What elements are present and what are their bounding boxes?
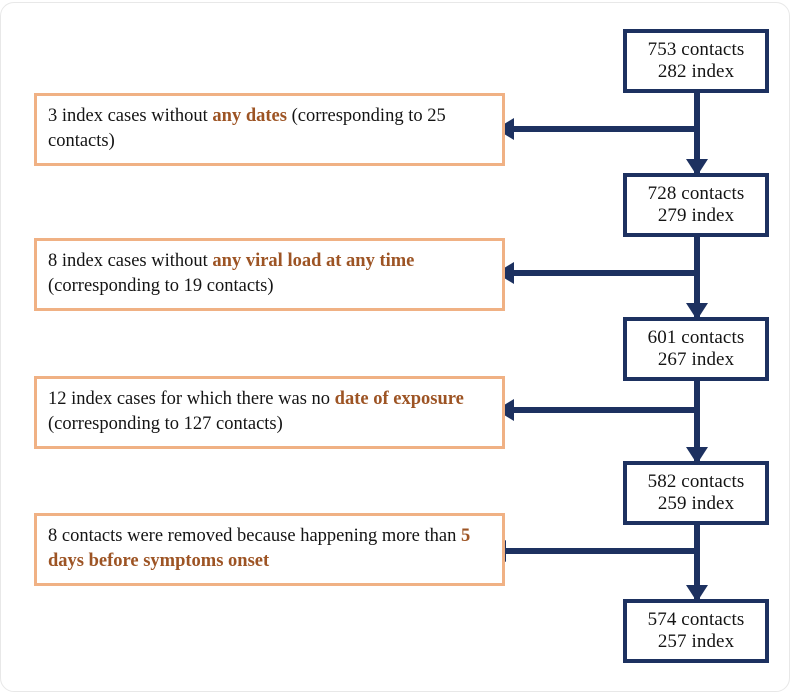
connector-vertical-4 bbox=[694, 525, 700, 599]
flow-box-index-label: 279 index bbox=[657, 205, 735, 226]
flow-box-contacts-label: 728 contacts bbox=[647, 182, 745, 204]
exclusion-box-5-days-before-onset: 8 contacts were removed because happenin… bbox=[34, 513, 505, 586]
exclusion-text: 12 index cases for which there was no da… bbox=[48, 389, 464, 434]
arrow-head-down-1 bbox=[686, 159, 708, 176]
flow-box-index-label: 257 index bbox=[657, 631, 735, 652]
connector-vertical-1 bbox=[694, 93, 700, 173]
flow-box-contacts-label: 753 contacts bbox=[647, 38, 745, 60]
flow-box-contacts-label: 582 contacts bbox=[647, 470, 745, 492]
exclusion-box-no-viral-load: 8 index cases without any viral load at … bbox=[34, 238, 505, 311]
arrow-head-down-2 bbox=[686, 303, 708, 320]
flow-box-contacts-label: 601 contacts bbox=[647, 326, 745, 348]
exclusion-box-no-date-of-exposure: 12 index cases for which there was no da… bbox=[34, 376, 505, 449]
connector-vertical-2 bbox=[694, 237, 700, 317]
exclusion-box-no-dates: 3 index cases without any dates (corresp… bbox=[34, 93, 505, 166]
exclusion-text: 8 index cases without any viral load at … bbox=[48, 251, 415, 296]
connector-horizontal-2 bbox=[512, 270, 698, 276]
arrow-head-down-4 bbox=[686, 585, 708, 602]
flow-box-contacts-label: 574 contacts bbox=[647, 608, 745, 630]
flow-box-index-label: 267 index bbox=[657, 349, 735, 370]
arrow-head-down-3 bbox=[686, 447, 708, 464]
connector-horizontal-3 bbox=[512, 407, 698, 413]
flow-box-index-label: 282 index bbox=[657, 61, 735, 82]
flow-box-582-contacts: 582 contacts 259 index bbox=[623, 461, 769, 525]
flow-box-index-label: 259 index bbox=[657, 493, 735, 514]
flow-box-728-contacts: 728 contacts 279 index bbox=[623, 173, 769, 237]
exclusion-text: 8 contacts were removed because happenin… bbox=[48, 526, 471, 571]
connector-horizontal-4 bbox=[504, 548, 698, 554]
exclusion-text: 3 index cases without any dates (corresp… bbox=[48, 106, 446, 151]
flow-box-753-contacts: 753 contacts 282 index bbox=[623, 29, 769, 93]
connector-vertical-3 bbox=[694, 381, 700, 461]
connector-horizontal-1 bbox=[512, 126, 698, 132]
flow-box-574-contacts: 574 contacts 257 index bbox=[623, 599, 769, 663]
flow-box-601-contacts: 601 contacts 267 index bbox=[623, 317, 769, 381]
